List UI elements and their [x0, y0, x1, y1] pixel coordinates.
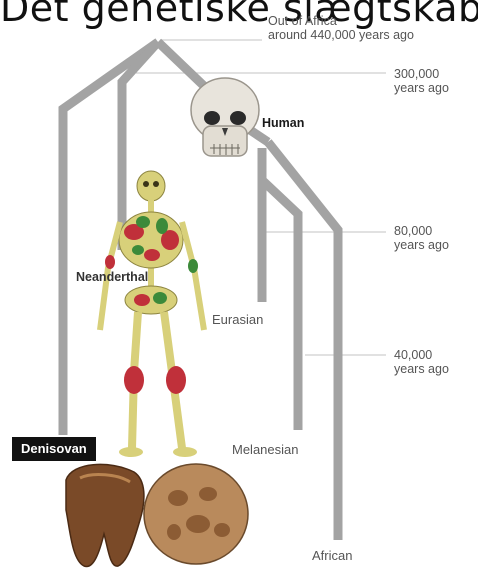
time-300k-line1: 300,000 [394, 67, 449, 81]
melanesian-label: Melanesian [232, 443, 299, 457]
human-skull-image [191, 78, 259, 156]
time-40k-line1: 40,000 [394, 348, 449, 362]
human-label: Human [262, 116, 304, 130]
out-of-africa-label: Out of Africa around 440,000 years ago [268, 14, 414, 42]
out-of-africa-line2: around 440,000 years ago [268, 28, 414, 42]
time-80k-line2: years ago [394, 238, 449, 252]
branch-split-80k [262, 180, 298, 430]
neanderthal-label: Neanderthal [76, 270, 148, 284]
denisovan-label: Denisovan [12, 437, 96, 461]
eurasian-label: Eurasian [212, 313, 263, 327]
african-label: African [312, 549, 352, 563]
denisovan-teeth-image [66, 464, 248, 567]
time-40k-label: 40,000 years ago [394, 348, 449, 376]
time-80k-label: 80,000 years ago [394, 224, 449, 252]
time-300k-line2: years ago [394, 81, 449, 95]
out-of-africa-line1: Out of Africa [268, 14, 414, 28]
time-80k-line1: 80,000 [394, 224, 449, 238]
neanderthal-skeleton-image [100, 171, 204, 457]
time-300k-label: 300,000 years ago [394, 67, 449, 95]
time-40k-line2: years ago [394, 362, 449, 376]
